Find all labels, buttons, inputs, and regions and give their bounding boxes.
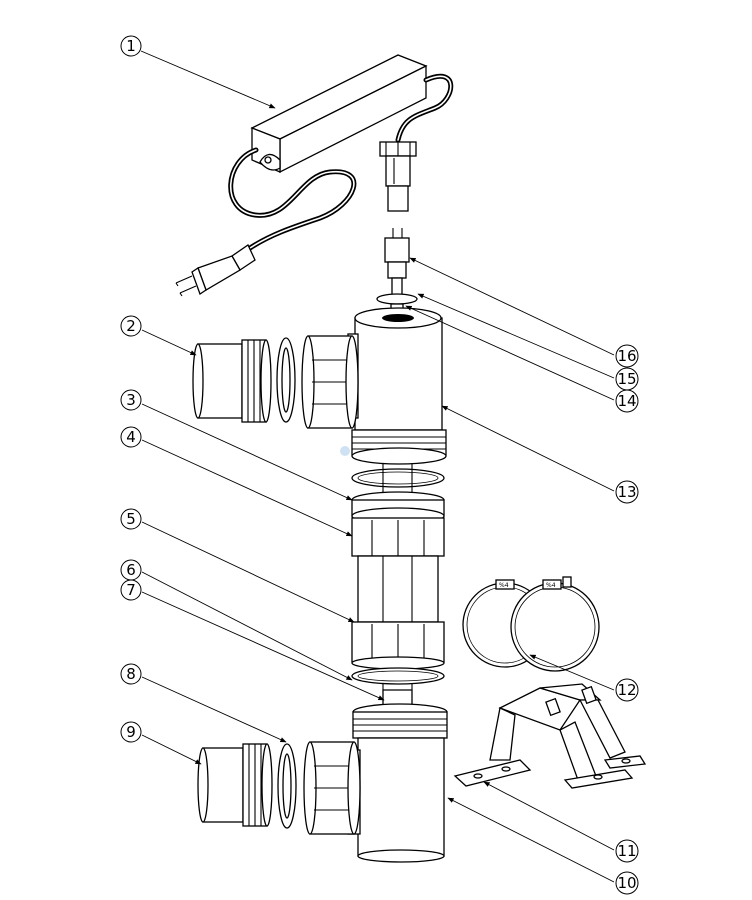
union-nut-middle-upper: [351, 491, 445, 557]
union-nut-lower: [303, 741, 361, 835]
callout-3: 3: [120, 389, 142, 411]
upper-o-ring: [351, 468, 445, 488]
callout-5: 5: [120, 508, 142, 530]
clamp-label-2: %4: [546, 582, 556, 589]
union-nut-upper: [301, 335, 359, 429]
callout-11-label: 11: [617, 842, 636, 860]
callout-1: 1: [120, 35, 142, 57]
lamp-cord: [395, 73, 454, 143]
mounting-brackets: [453, 683, 647, 789]
callout-12: 12: [615, 678, 639, 702]
uv-lamp-end: [384, 228, 410, 299]
callout-9-label: 9: [126, 723, 136, 741]
ballast-power-supply: [250, 54, 428, 174]
callout-16-label: 16: [617, 347, 636, 365]
callout-7: 7: [120, 579, 142, 601]
inlet-adapter-upper: [192, 339, 272, 423]
callout-12-label: 12: [617, 681, 636, 699]
gasket-lower: [277, 743, 297, 829]
callout-14-label: 14: [617, 392, 636, 410]
callout-6: 6: [120, 559, 142, 581]
callout-2: 2: [120, 315, 142, 337]
lamp-o-ring: [376, 293, 418, 305]
union-nut-middle-lower: [351, 621, 445, 670]
hose-clamps: %4 %4: [462, 576, 600, 672]
lamp-connector: [379, 141, 417, 212]
callout-14: 14: [615, 389, 639, 413]
callout-1-label: 1: [126, 37, 136, 55]
callout-7-label: 7: [126, 581, 136, 599]
callout-8-label: 8: [126, 665, 136, 683]
callout-13-label: 13: [617, 483, 636, 501]
callout-6-label: 6: [126, 561, 136, 579]
clamp-label-1: %4: [499, 582, 509, 589]
callout-10-label: 10: [617, 874, 636, 892]
callout-16: 16: [615, 344, 639, 368]
inlet-adapter-lower: [197, 743, 273, 827]
callout-11: 11: [615, 839, 639, 863]
gasket-upper: [276, 337, 296, 423]
lower-o-ring-inner: [357, 670, 439, 682]
callout-2-label: 2: [126, 317, 136, 335]
power-cord: [175, 147, 357, 297]
clear-chamber: [357, 555, 439, 623]
upper-tee-body: [347, 307, 447, 465]
upper-o-ring-inner: [357, 471, 439, 485]
callout-5-label: 5: [126, 510, 136, 528]
lower-o-ring: [351, 667, 445, 685]
callout-15: 15: [615, 367, 639, 391]
callout-3-label: 3: [126, 391, 136, 409]
leader-lines: [140, 50, 615, 883]
lower-tee-body: [347, 703, 448, 863]
callout-8: 8: [120, 663, 142, 685]
callout-13: 13: [615, 480, 639, 504]
callout-10: 10: [615, 871, 639, 895]
highlight-dot: [340, 446, 350, 456]
callout-15-label: 15: [617, 370, 636, 388]
callout-9: 9: [120, 721, 142, 743]
callout-4-label: 4: [126, 428, 136, 446]
callout-4: 4: [120, 426, 142, 448]
